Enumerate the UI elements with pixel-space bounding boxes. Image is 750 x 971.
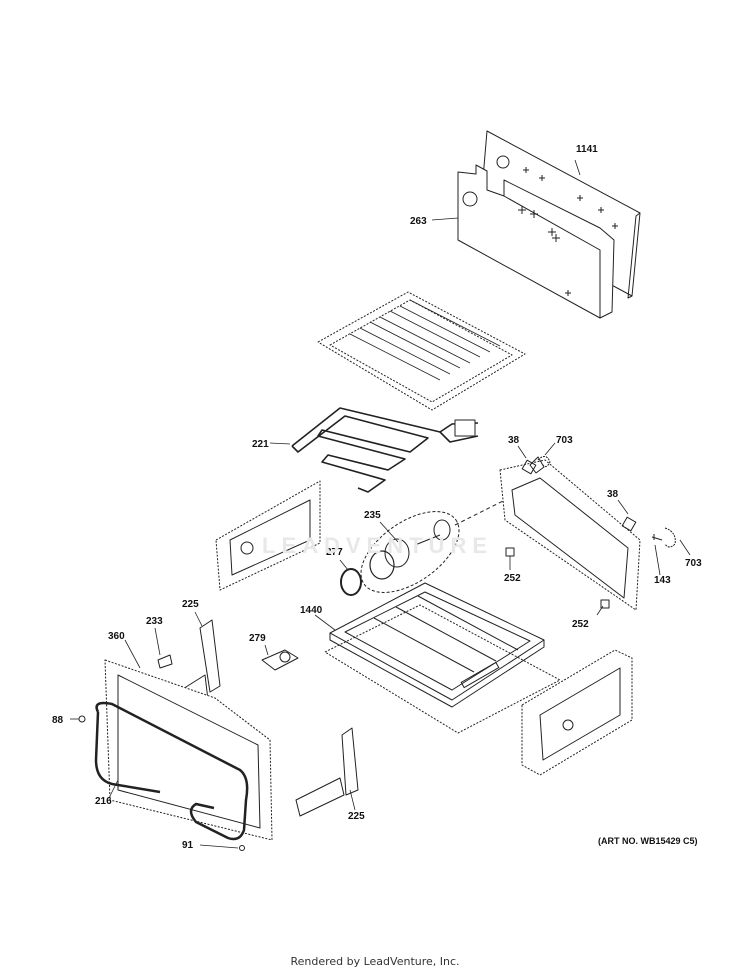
label-233: 233 xyxy=(146,616,163,627)
part-703-spring-b xyxy=(664,527,676,548)
cavity-top-ribs xyxy=(349,299,501,381)
leader-lines xyxy=(70,159,691,849)
label-88: 88 xyxy=(52,715,64,726)
part-1440-oven-bottom xyxy=(324,582,561,734)
part-right-side-panel xyxy=(499,456,641,611)
watermark: LEADVENTURE xyxy=(262,533,494,558)
part-252-clip-a xyxy=(505,547,515,557)
part-cavity-top xyxy=(317,291,526,411)
label-1141: 1141 xyxy=(576,144,598,155)
part-252-clip-b xyxy=(600,599,610,609)
label-225: 225 xyxy=(182,599,199,610)
label-38: 38 xyxy=(607,489,619,500)
label-252: 252 xyxy=(572,619,589,630)
part-91-screw xyxy=(239,845,245,851)
part-235-convection-fan xyxy=(360,511,460,593)
part-38-bracket-b xyxy=(621,516,637,532)
label-703: 703 xyxy=(685,558,702,569)
label-38: 38 xyxy=(508,435,520,446)
part-263-insulation-front xyxy=(457,164,615,319)
label-252: 252 xyxy=(504,573,521,584)
part-233-latch xyxy=(157,654,173,669)
label-221: 221 xyxy=(252,439,269,450)
part-703-spring-a xyxy=(537,456,551,468)
label-360: 360 xyxy=(108,631,125,642)
part-left-side-panel xyxy=(215,480,321,591)
part-360-door-frame xyxy=(104,659,273,841)
part-221-broil-element xyxy=(291,407,479,493)
label-216: 216 xyxy=(95,796,112,807)
part-88-screw xyxy=(78,715,86,723)
part-143-hinge-pin xyxy=(651,534,663,541)
label-225: 225 xyxy=(348,811,365,822)
part-38-bracket-a xyxy=(521,459,537,475)
label-279: 279 xyxy=(249,633,266,644)
part-279-switch xyxy=(261,649,299,671)
fan-alignment-line xyxy=(454,499,506,526)
label-1440: 1440 xyxy=(300,605,323,616)
part-216-door-gasket xyxy=(94,701,249,841)
part-225-hinge-lower xyxy=(295,727,359,817)
label-277: 277 xyxy=(326,547,343,558)
part-277-gasket xyxy=(340,568,362,596)
part-right-rear-panel xyxy=(521,649,633,776)
label-235: 235 xyxy=(364,510,381,521)
art-number: (ART NO. WB15429 C5) xyxy=(598,836,698,846)
part-number-labels: 1141 263 221 38 703 38 235 277 252 143 7… xyxy=(52,144,702,851)
footer-credit: Rendered by LeadVenture, Inc. xyxy=(290,955,460,968)
label-91: 91 xyxy=(182,840,194,851)
label-143: 143 xyxy=(654,575,671,586)
label-263: 263 xyxy=(410,216,427,227)
label-703: 703 xyxy=(556,435,573,446)
